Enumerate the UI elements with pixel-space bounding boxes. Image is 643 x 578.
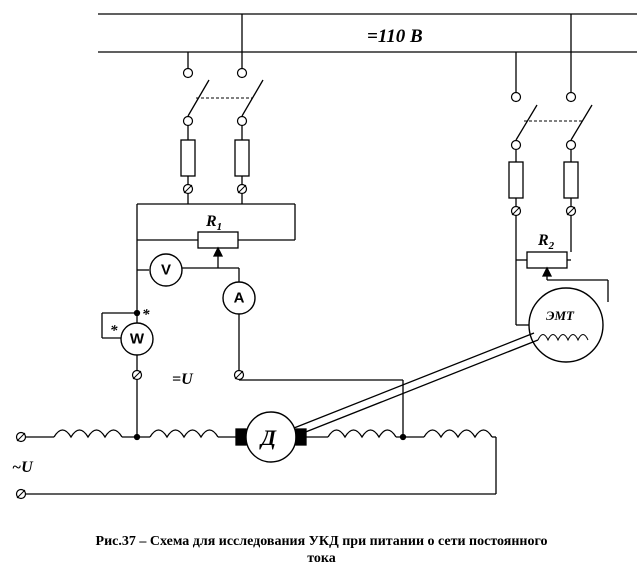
left-switch-bottom-contact-2 <box>236 115 248 127</box>
left-switch-top-contact-1 <box>182 67 194 79</box>
inductor-4 <box>423 429 493 439</box>
inductor-2 <box>149 429 219 439</box>
left-switch-bottom-contact-1 <box>182 115 194 127</box>
junction-1 <box>133 433 141 441</box>
right-fuse-1 <box>508 161 524 199</box>
left-switch-top-contact-2 <box>236 67 248 79</box>
r2-label: R2 <box>537 232 555 252</box>
left-switch-blade-2 <box>241 79 264 117</box>
junction-2 <box>399 433 407 441</box>
shaft-line-2 <box>297 339 539 436</box>
dc-terminal-2-slash <box>234 370 244 380</box>
wattmeter-star-1: * <box>110 323 118 339</box>
right-switch-top-contact-2 <box>565 91 577 103</box>
right-fuse-2 <box>563 161 579 199</box>
voltmeter <box>149 253 183 287</box>
motor-label: Д <box>259 425 277 450</box>
wattmeter-star-2: * <box>142 307 150 323</box>
right-switch-bottom-contact-2 <box>565 139 577 151</box>
right-terminal-2-slash <box>566 206 576 216</box>
voltmeter-label: V <box>161 262 171 279</box>
circuit-diagram: =110 В R1 V A W * * = <box>12 13 637 500</box>
right-switch-blade-2 <box>570 104 593 141</box>
right-switch-blade-1 <box>515 104 538 141</box>
wattmeter-label: W <box>130 331 145 348</box>
ammeter-label: A <box>234 290 245 307</box>
right-terminal-1-slash <box>511 206 521 216</box>
bus-voltage-label: =110 В <box>367 26 423 47</box>
right-switch-top-contact-1 <box>510 91 522 103</box>
r1-label: R1 <box>205 213 222 233</box>
figure-caption: Рис.37 – Схема для исследования УКД при … <box>0 533 643 567</box>
resistor-r2 <box>526 251 568 269</box>
right-switch-bottom-contact-1 <box>510 139 522 151</box>
motor-brush-right <box>295 428 307 446</box>
shaft-line-1 <box>293 332 535 429</box>
left-fuse-1 <box>180 139 196 177</box>
inductor-1 <box>53 429 123 439</box>
dc-terminal-1-slash <box>132 370 142 380</box>
caption-line-2: тока <box>307 551 336 566</box>
resistor-r1 <box>197 231 239 249</box>
left-terminal-2-slash <box>237 184 247 194</box>
caption-line-1: Рис.37 – Схема для исследования УКД при … <box>95 534 548 549</box>
emt-brake <box>528 287 604 363</box>
left-fuse-2 <box>234 139 250 177</box>
motor-brush-left <box>235 428 247 446</box>
emt-label: ЭМТ <box>546 308 575 323</box>
emt-coil <box>537 334 589 342</box>
r1-wiper-arrow <box>212 246 224 257</box>
left-terminal-1-slash <box>183 184 193 194</box>
inductor-3 <box>327 429 397 439</box>
dc-voltage-label: =U <box>172 371 194 388</box>
r2-wiper-arrow <box>541 266 553 277</box>
ac-voltage-label: ~U <box>12 459 34 476</box>
ac-terminal-2-slash <box>16 489 26 499</box>
ac-terminal-1-slash <box>16 432 26 442</box>
